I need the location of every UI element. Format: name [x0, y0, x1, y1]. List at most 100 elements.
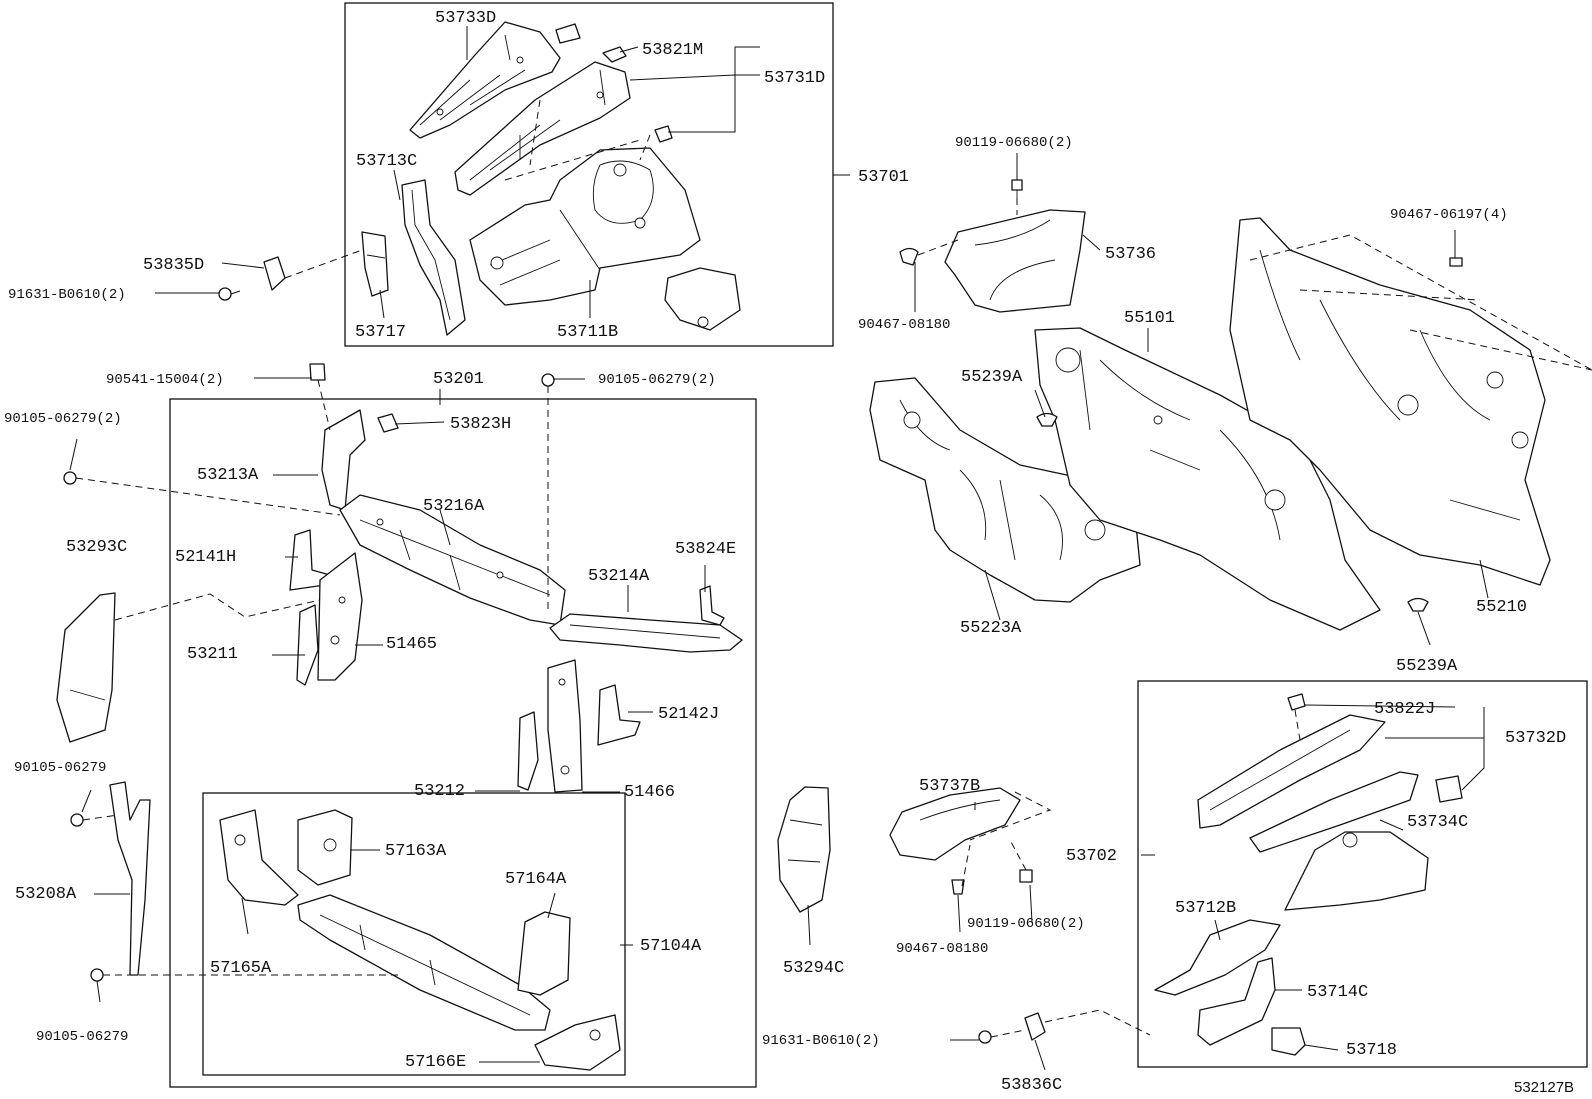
part-53713C-pillar	[401, 179, 466, 336]
label-90105-left: 90105-06279(2)	[4, 411, 122, 427]
group-box-53201	[169, 398, 757, 1088]
part-53732D-bracket	[1435, 775, 1463, 803]
part-53823H-bracket	[377, 413, 399, 433]
part-53717-bracket	[361, 231, 389, 297]
label-53835D: 53835D	[143, 256, 204, 275]
label-53212: 53212	[414, 782, 465, 801]
label-53294C: 53294C	[783, 959, 844, 978]
part-55223A-insulator	[869, 377, 1141, 603]
label-53824E: 53824E	[675, 540, 736, 559]
part-53736-cowl	[944, 209, 1086, 313]
part-53732D-apron-rail	[1197, 714, 1386, 829]
label-53712B: 53712B	[1175, 899, 1236, 918]
part-53712B-apron	[1154, 831, 1429, 996]
bolt-90105-top-mid	[541, 373, 555, 387]
part-53294C-shield	[777, 786, 831, 913]
part-53733D-apron-rail	[409, 21, 561, 139]
bolt-91631-bottom	[978, 1030, 992, 1044]
part-57164A-bracket	[517, 911, 571, 996]
label-53732D: 53732D	[1505, 729, 1566, 748]
diagram-reference-number: 532127B	[1514, 1079, 1574, 1096]
clip-90467-08180-top	[899, 247, 919, 266]
part-51466-support	[547, 659, 583, 793]
assembly-line-90105-left	[75, 477, 341, 516]
part-53835D-bracket	[263, 256, 286, 291]
part-53737B-cowl	[889, 787, 1021, 861]
part-bracket-top	[555, 23, 581, 44]
part-53731D-apron-upper	[454, 61, 631, 196]
part-bracket-right	[654, 125, 673, 143]
label-53836C: 53836C	[1001, 1076, 1062, 1095]
label-91631-top: 91631-B0610(2)	[8, 287, 126, 303]
part-55101-panel	[1034, 327, 1381, 631]
label-57165A: 57165A	[210, 959, 272, 978]
label-57163A: 57163A	[385, 842, 447, 861]
label-90467-08180-top: 90467-08180	[858, 317, 950, 333]
label-53211: 53211	[187, 645, 238, 664]
part-51465-support	[317, 552, 363, 681]
part-53824E-bracket	[699, 585, 725, 626]
label-90541: 90541-15004(2)	[106, 372, 224, 388]
label-53213A: 53213A	[197, 466, 259, 485]
label-90467-06197: 90467-06197(4)	[1390, 207, 1508, 223]
leaders	[69, 26, 1489, 1071]
label-90105-bottom-left: 90105-06279	[36, 1029, 128, 1045]
part-57165A-bracket	[219, 809, 299, 906]
part-support-lower	[664, 267, 741, 331]
part-53714C-pillar	[1197, 957, 1276, 1046]
bolt-90105-left	[63, 471, 77, 485]
label-53214A: 53214A	[588, 567, 650, 586]
label-53822J: 53822J	[1374, 700, 1435, 719]
label-53714C: 53714C	[1307, 983, 1368, 1002]
label-55101: 55101	[1124, 309, 1175, 328]
label-51466: 51466	[624, 783, 675, 802]
label-57166E: 57166E	[405, 1053, 466, 1072]
clip-90467-08180-bottom	[951, 879, 965, 895]
label-55223A: 55223A	[960, 619, 1022, 638]
assembly-line-53737B	[961, 791, 1052, 887]
grommet-90541	[309, 363, 326, 381]
label-53733D: 53733D	[435, 9, 496, 28]
part-53293C-shield	[56, 592, 116, 743]
label-53702: 53702	[1066, 847, 1117, 866]
part-53836C-bracket	[1024, 1012, 1046, 1041]
part-53213A-side-upper	[321, 409, 366, 511]
label-52142J: 52142J	[658, 705, 719, 724]
part-55210-insulator	[1229, 217, 1551, 586]
label-53821M: 53821M	[642, 41, 703, 60]
part-53212-bracket	[517, 711, 539, 791]
label-53717: 53717	[355, 323, 406, 342]
part-53711B-apron	[469, 147, 701, 306]
label-53734C: 53734C	[1407, 813, 1468, 832]
part-57166E-bracket	[534, 1014, 621, 1071]
label-53201: 53201	[433, 370, 484, 389]
label-53713C: 53713C	[356, 152, 417, 171]
assembly-line-53293C	[114, 593, 321, 621]
label-53701: 53701	[858, 168, 909, 187]
label-53736: 53736	[1105, 245, 1156, 264]
part-53822J-bracket	[1287, 693, 1306, 711]
part-57163A-bracket	[297, 809, 353, 886]
label-90467-08180-bottom: 90467-08180	[896, 941, 988, 957]
bolt-90119-top	[1011, 179, 1023, 198]
label-90105-mid-left: 90105-06279	[14, 760, 106, 776]
label-53737B: 53737B	[919, 777, 980, 796]
assembly-line-90541	[317, 379, 331, 431]
part-53821M-bracket	[602, 46, 627, 63]
assembly-line-55210	[1249, 234, 1592, 371]
bolt-90105-bottom-left	[90, 968, 104, 982]
label-53731D: 53731D	[764, 69, 825, 88]
bolt-90119-bottom	[1019, 869, 1033, 883]
part-53211-bracket	[296, 604, 319, 686]
group-box-57104A	[202, 792, 626, 1076]
clip-55239A-top	[1036, 412, 1058, 427]
label-91631-bottom: 91631-B0610(2)	[762, 1033, 880, 1049]
part-53216A-upper-support	[339, 494, 566, 626]
part-57166E-crossmember	[297, 894, 551, 1031]
part-53718-bracket	[1271, 1027, 1306, 1056]
part-53208A-seal	[109, 781, 151, 976]
bolt-90105-mid-left	[70, 813, 84, 827]
assembly-line-53208A	[82, 814, 119, 821]
part-53734C-rail	[1249, 771, 1419, 853]
